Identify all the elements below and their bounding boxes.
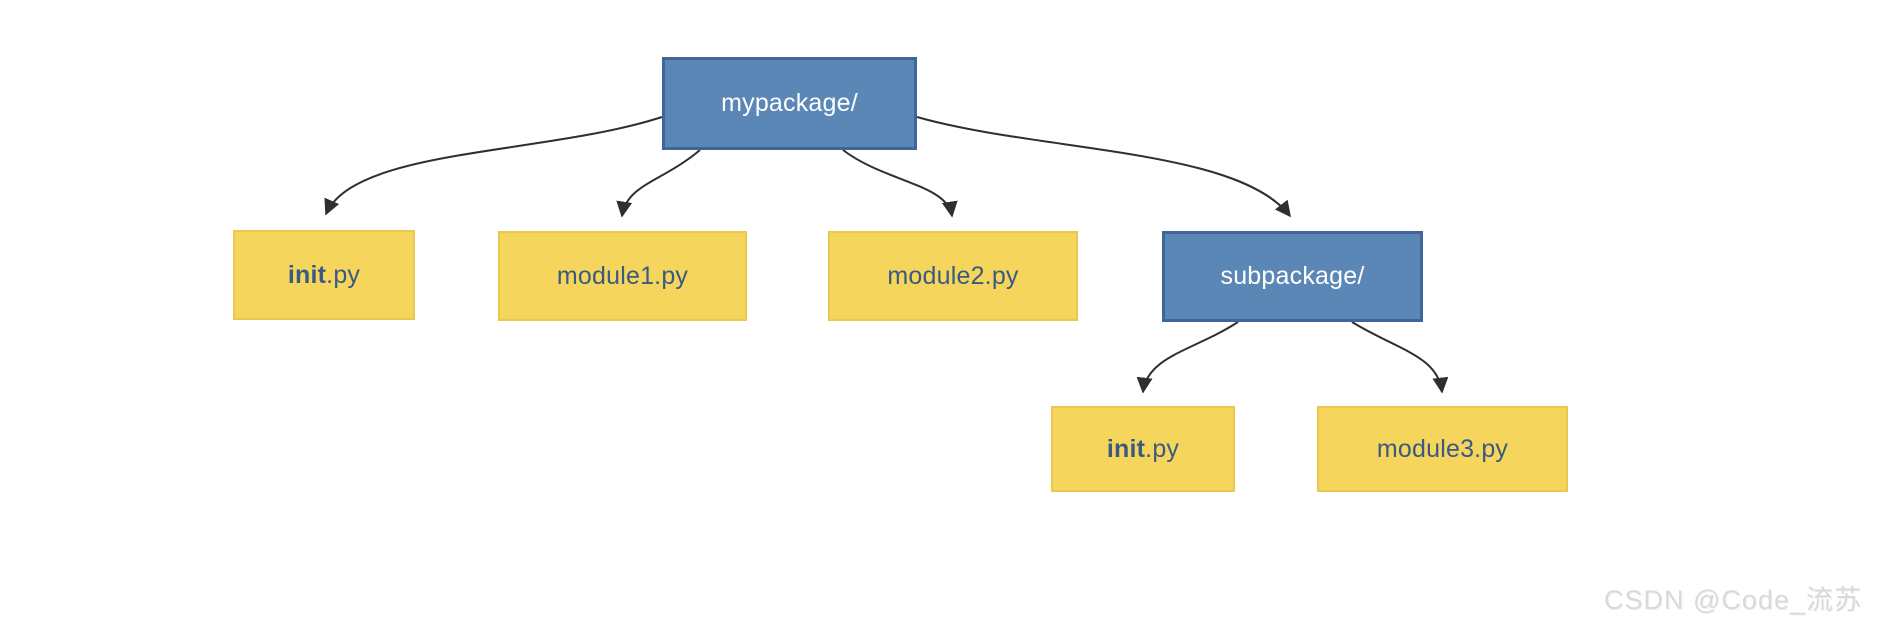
edge-mypackage-module2 [842, 149, 958, 218]
node-subpackage: subpackage/ [1162, 231, 1423, 322]
node-init-py-label-bold: init [287, 260, 327, 289]
node-init-py: init.py [233, 230, 415, 320]
node-module2-py-label: module2.py [887, 261, 1019, 290]
edge-subpackage-module3 [1351, 321, 1449, 394]
edge-subpackage-init2 [1136, 321, 1239, 394]
node-mypackage: mypackage/ [662, 57, 917, 150]
edge-mypackage-subpackage [916, 116, 1291, 218]
edge-mypackage-module1 [616, 149, 701, 218]
node-init-py-label-rest: .py [326, 260, 361, 289]
node-sub-init-py-label-bold: init [1106, 434, 1146, 463]
watermark: CSDN @Code_流苏 [1604, 585, 1862, 615]
node-sub-init-py-label-rest: .py [1145, 434, 1180, 463]
node-module3-py: module3.py [1317, 406, 1568, 492]
node-sub-init-py: init.py [1051, 406, 1235, 492]
node-mypackage-label: mypackage/ [721, 89, 858, 117]
node-module1-py: module1.py [498, 231, 747, 321]
node-module3-py-label: module3.py [1376, 434, 1509, 463]
node-module1-py-label: module1.py [556, 261, 689, 290]
node-subpackage-label: subpackage/ [1220, 262, 1365, 290]
node-module2-py: module2.py [828, 231, 1078, 321]
edge-mypackage-init1 [324, 116, 663, 216]
